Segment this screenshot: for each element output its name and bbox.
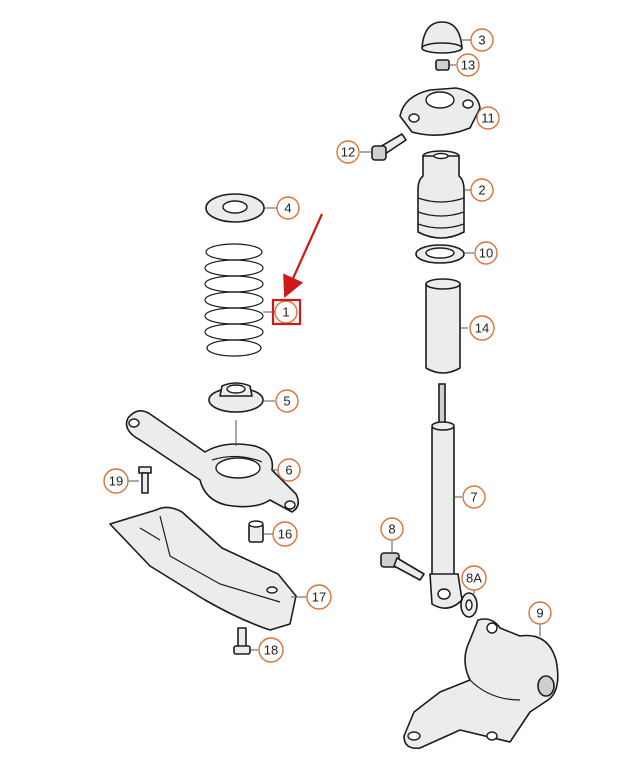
- callout-4: 4: [276, 196, 300, 220]
- svg-text:14: 14: [475, 321, 489, 336]
- svg-text:4: 4: [284, 201, 291, 216]
- svg-text:8A: 8A: [466, 571, 482, 586]
- part-protective-tube: [425, 278, 461, 374]
- svg-text:8: 8: [388, 522, 395, 537]
- svg-text:3: 3: [478, 33, 485, 48]
- part-shock-absorber: [429, 383, 463, 609]
- highlight-box: [271, 298, 302, 326]
- callout-2: 2: [470, 178, 494, 202]
- svg-text:17: 17: [312, 590, 326, 605]
- svg-text:6: 6: [285, 463, 292, 478]
- part-dust-cap: [421, 21, 463, 54]
- part-spring-pad-lower: [208, 382, 264, 413]
- callout-19: 19: [103, 468, 129, 494]
- part-bushing: [248, 520, 264, 543]
- part-lower-control-arm: [125, 410, 300, 513]
- callout-16: 16: [272, 521, 298, 547]
- svg-text:5: 5: [283, 394, 290, 409]
- part-spring-pad-upper: [205, 193, 265, 223]
- part-bump-stop: [417, 150, 465, 239]
- callout-8: 8: [380, 517, 404, 541]
- svg-text:18: 18: [264, 643, 278, 658]
- part-bolt-19: [138, 466, 152, 494]
- callout-12: 12: [336, 140, 360, 164]
- part-bolt-8: [380, 552, 425, 581]
- callout-1: 1: [274, 300, 298, 324]
- svg-text:10: 10: [479, 246, 493, 261]
- highlight-arrow: [283, 213, 324, 299]
- callout-10: 10: [474, 241, 498, 265]
- svg-text:19: 19: [109, 474, 123, 489]
- callout-14: 14: [469, 315, 495, 341]
- svg-text:7: 7: [470, 490, 477, 505]
- svg-text:13: 13: [461, 58, 475, 73]
- part-bolt-12: [371, 133, 407, 161]
- svg-text:11: 11: [481, 111, 495, 126]
- part-coil-spring: [204, 243, 264, 357]
- highlight-annotation: [271, 213, 324, 326]
- callout-13: 13: [456, 53, 480, 77]
- part-wheel-bearing-housing: [403, 618, 559, 750]
- callout-6: 6: [277, 458, 301, 482]
- svg-text:12: 12: [341, 145, 355, 160]
- callout-8a: 8A: [461, 565, 487, 591]
- svg-text:9: 9: [536, 606, 543, 621]
- callout-18: 18: [258, 637, 284, 663]
- callout-7: 7: [462, 485, 486, 509]
- svg-text:2: 2: [478, 183, 485, 198]
- callout-11: 11: [476, 106, 500, 130]
- callout-5: 5: [275, 389, 299, 413]
- svg-text:1: 1: [282, 305, 289, 320]
- part-seat-washer: [415, 244, 465, 264]
- callout-3: 3: [470, 28, 494, 52]
- part-strut-mount: [399, 87, 481, 136]
- part-underbody-cover: [109, 506, 297, 631]
- svg-text:16: 16: [278, 527, 292, 542]
- part-nut: [435, 59, 450, 71]
- callout-9: 9: [528, 601, 552, 625]
- part-bolt-18: [233, 627, 251, 655]
- callout-17: 17: [306, 584, 332, 610]
- part-washer-8a: [460, 592, 478, 618]
